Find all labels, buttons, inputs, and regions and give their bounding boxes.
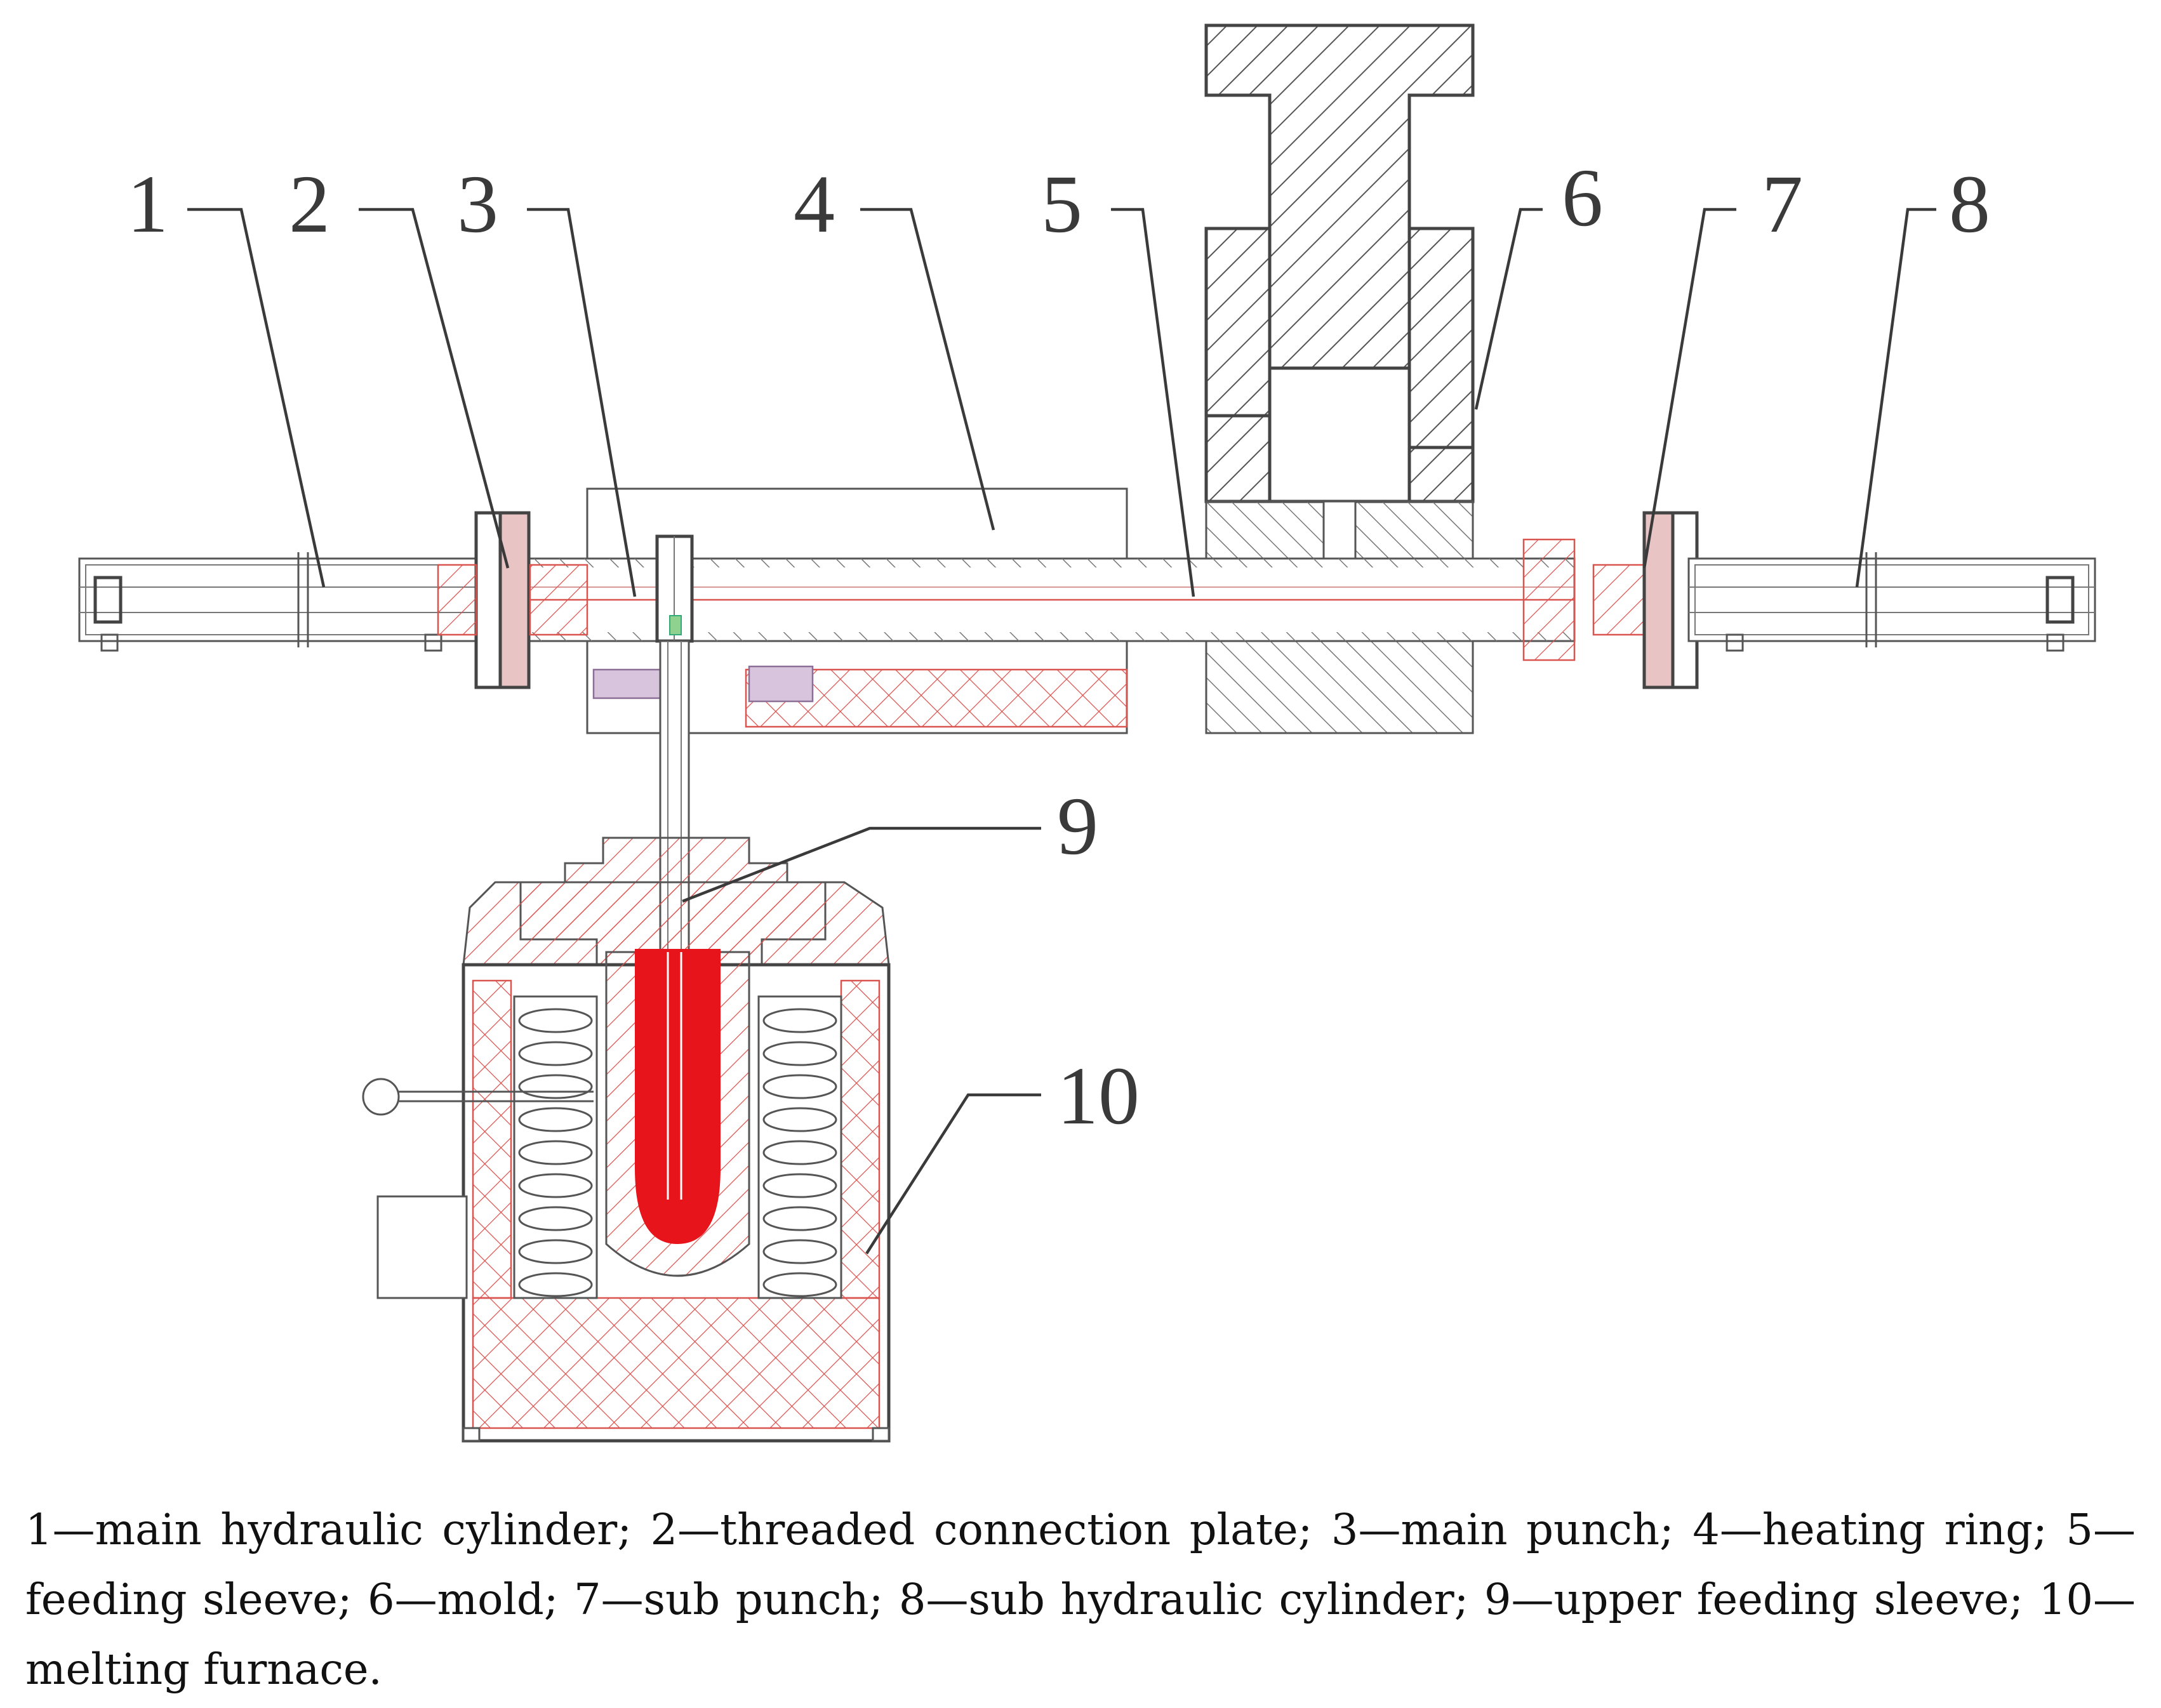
feeding-sleeve bbox=[488, 557, 1576, 642]
mold bbox=[1204, 23, 1475, 734]
coil-left bbox=[513, 995, 598, 1299]
thermocouple-probe bbox=[362, 1078, 594, 1116]
coil-turn bbox=[762, 1074, 837, 1099]
coil-turn bbox=[762, 1008, 837, 1033]
main-hydraulic-cylinder bbox=[78, 552, 493, 652]
callout-labels: 1 2 3 4 5 6 7 8 9 10 bbox=[127, 152, 1990, 1142]
coil-turn bbox=[762, 1206, 837, 1231]
press-apparatus-diagram: 1 2 3 4 5 6 7 8 9 10 bbox=[78, 23, 2096, 1443]
sub-punch bbox=[1522, 511, 1699, 689]
coil-turn bbox=[518, 1074, 593, 1099]
coil-turn bbox=[762, 1140, 837, 1165]
coil-turn bbox=[518, 1107, 593, 1132]
coil-turn bbox=[518, 1206, 593, 1231]
molten-metal bbox=[635, 949, 721, 1244]
callout-5: 5 bbox=[1041, 159, 1082, 250]
main-punch bbox=[655, 534, 694, 643]
callout-6: 6 bbox=[1562, 152, 1603, 244]
leader-lines bbox=[187, 208, 1936, 1255]
coil-turn bbox=[518, 1008, 593, 1033]
coil-turn bbox=[762, 1041, 837, 1066]
coil-turn bbox=[518, 1173, 593, 1198]
coil-turn bbox=[518, 1239, 593, 1264]
coil-turn bbox=[518, 1140, 593, 1165]
callout-3: 3 bbox=[457, 159, 498, 250]
callout-4: 4 bbox=[794, 159, 835, 250]
melting-furnace bbox=[362, 837, 891, 1443]
coil-turn bbox=[762, 1272, 837, 1297]
coil-turn bbox=[518, 1272, 593, 1297]
threaded-connection-plate bbox=[437, 511, 588, 689]
callout-9: 9 bbox=[1057, 781, 1098, 872]
figure-caption: 1—main hydraulic cylinder; 2—threaded co… bbox=[25, 1505, 2136, 1694]
terminal-box bbox=[376, 1195, 468, 1299]
callout-10: 10 bbox=[1057, 1050, 1140, 1142]
callout-8: 8 bbox=[1949, 159, 1990, 250]
coil-turn bbox=[762, 1239, 837, 1264]
callout-1: 1 bbox=[127, 159, 168, 250]
coil-turn bbox=[762, 1107, 837, 1132]
callout-7: 7 bbox=[1762, 159, 1803, 250]
coil-turn bbox=[518, 1041, 593, 1066]
coil-right bbox=[757, 995, 842, 1299]
callout-2: 2 bbox=[289, 159, 330, 250]
sub-hydraulic-cylinder bbox=[1687, 552, 2096, 652]
coil-turn bbox=[762, 1173, 837, 1198]
